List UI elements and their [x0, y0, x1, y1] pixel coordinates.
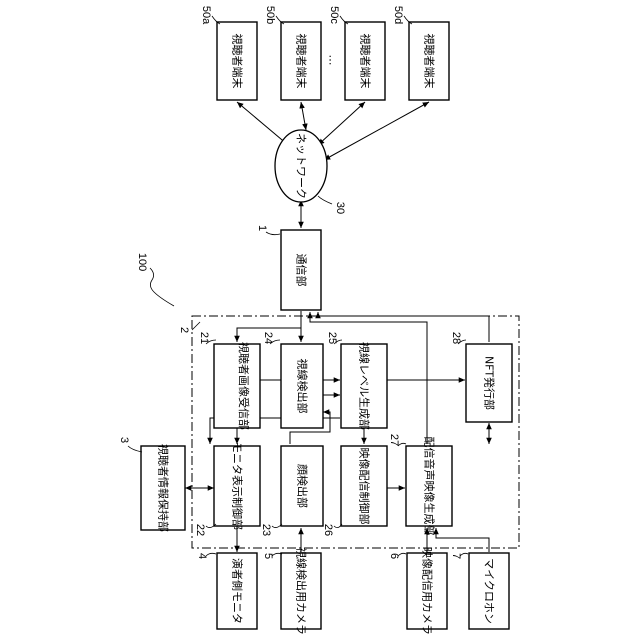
ref-3: 3 [118, 437, 130, 443]
ref-24: 24 [262, 332, 274, 344]
viewer-image-receiver-box: 視聴者画像受信部 [214, 342, 260, 430]
viewer-terminal-50b: 視聴者端末 [281, 22, 321, 100]
communication-unit-box: 通信部 [281, 230, 321, 310]
ref-5: 5 [262, 553, 274, 559]
svg-text:モニタ表示制御部: モニタ表示制御部 [231, 442, 245, 530]
link-terminal-c-network [318, 102, 365, 145]
svg-text:NFT発行部: NFT発行部 [483, 356, 497, 410]
ref-27: 27 [388, 434, 400, 446]
ref-26: 26 [322, 524, 334, 536]
svg-text:通信部: 通信部 [295, 254, 309, 287]
ref-1: 1 [256, 225, 268, 231]
svg-text:顔検出部: 顔検出部 [296, 464, 310, 508]
ref-50c: 50c [328, 6, 340, 24]
svg-text:視聴者画像受信部: 視聴者画像受信部 [238, 342, 252, 430]
svg-text:視聴者端末: 視聴者端末 [423, 34, 437, 89]
viewer-terminal-50c: 視聴者端末 [345, 22, 385, 100]
viewer-terminal-50a: 視聴者端末 [217, 22, 257, 100]
svg-text:視聴者情報保持部: 視聴者情報保持部 [157, 444, 171, 532]
svg-text:視聴者端末: 視聴者端末 [295, 34, 309, 89]
svg-text:視聴者端末: 視聴者端末 [231, 34, 245, 89]
gaze-detection-camera-box: 視線検出用カメラ [281, 547, 321, 635]
performer-monitor-box: 演者側モニタ [217, 553, 257, 629]
ref-4: 4 [196, 553, 208, 559]
link-28-comm [318, 312, 489, 342]
ref-23: 23 [260, 524, 272, 536]
video-delivery-controller-box: 映像配信制御部 [341, 446, 387, 526]
ref-22: 22 [194, 524, 206, 536]
ref-50b: 50b [264, 6, 276, 24]
viewer-info-holder-box: 視聴者情報保持部 [141, 444, 185, 532]
terminal-ellipsis: … [327, 55, 340, 66]
ref-6: 6 [388, 553, 400, 559]
svg-text:配信音声映像生成部: 配信音声映像生成部 [423, 437, 437, 536]
svg-text:映像配信制御部: 映像配信制御部 [358, 448, 372, 525]
network-ellipse: ネットワーク [275, 130, 327, 202]
ref-2: 2 [178, 327, 190, 333]
svg-text:ネットワーク: ネットワーク [295, 133, 308, 199]
ref-28: 28 [450, 332, 462, 344]
viewer-terminal-50d: 視聴者端末 [409, 22, 449, 100]
svg-text:演者側モニタ: 演者側モニタ [231, 558, 245, 624]
ref-21: 21 [198, 332, 210, 344]
svg-text:マイクロホン: マイクロホン [483, 558, 496, 624]
ref-100: 100 [136, 253, 148, 271]
svg-text:映像配信用カメラ: 映像配信用カメラ [421, 547, 434, 635]
gaze-level-generator-box: 視線レベル生成部 [341, 342, 387, 430]
ref-7: 7 [450, 553, 462, 559]
gaze-detector-box: 視線検出部 [281, 344, 323, 428]
monitor-display-controller-box: モニタ表示制御部 [214, 442, 260, 530]
ref-30: 30 [334, 202, 346, 214]
delivery-av-generator-box: 配信音声映像生成部 [406, 437, 452, 536]
link-terminal-b-network [301, 102, 306, 130]
svg-text:視聴者端末: 視聴者端末 [359, 34, 373, 89]
svg-text:視線レベル生成部: 視線レベル生成部 [358, 342, 372, 430]
svg-text:視線検出用カメラ: 視線検出用カメラ [295, 547, 309, 635]
ref-50a: 50a [200, 6, 212, 25]
video-delivery-camera-box: 映像配信用カメラ [407, 547, 447, 635]
svg-text:視線検出部: 視線検出部 [296, 359, 310, 414]
nft-issuer-box: NFT発行部 [466, 344, 512, 422]
face-detector-box: 顔検出部 [281, 446, 323, 526]
link-terminal-d-network [324, 102, 429, 160]
ref-25: 25 [326, 332, 338, 344]
microphone-box: マイクロホン [469, 553, 509, 629]
ref-50d: 50d [392, 6, 404, 24]
